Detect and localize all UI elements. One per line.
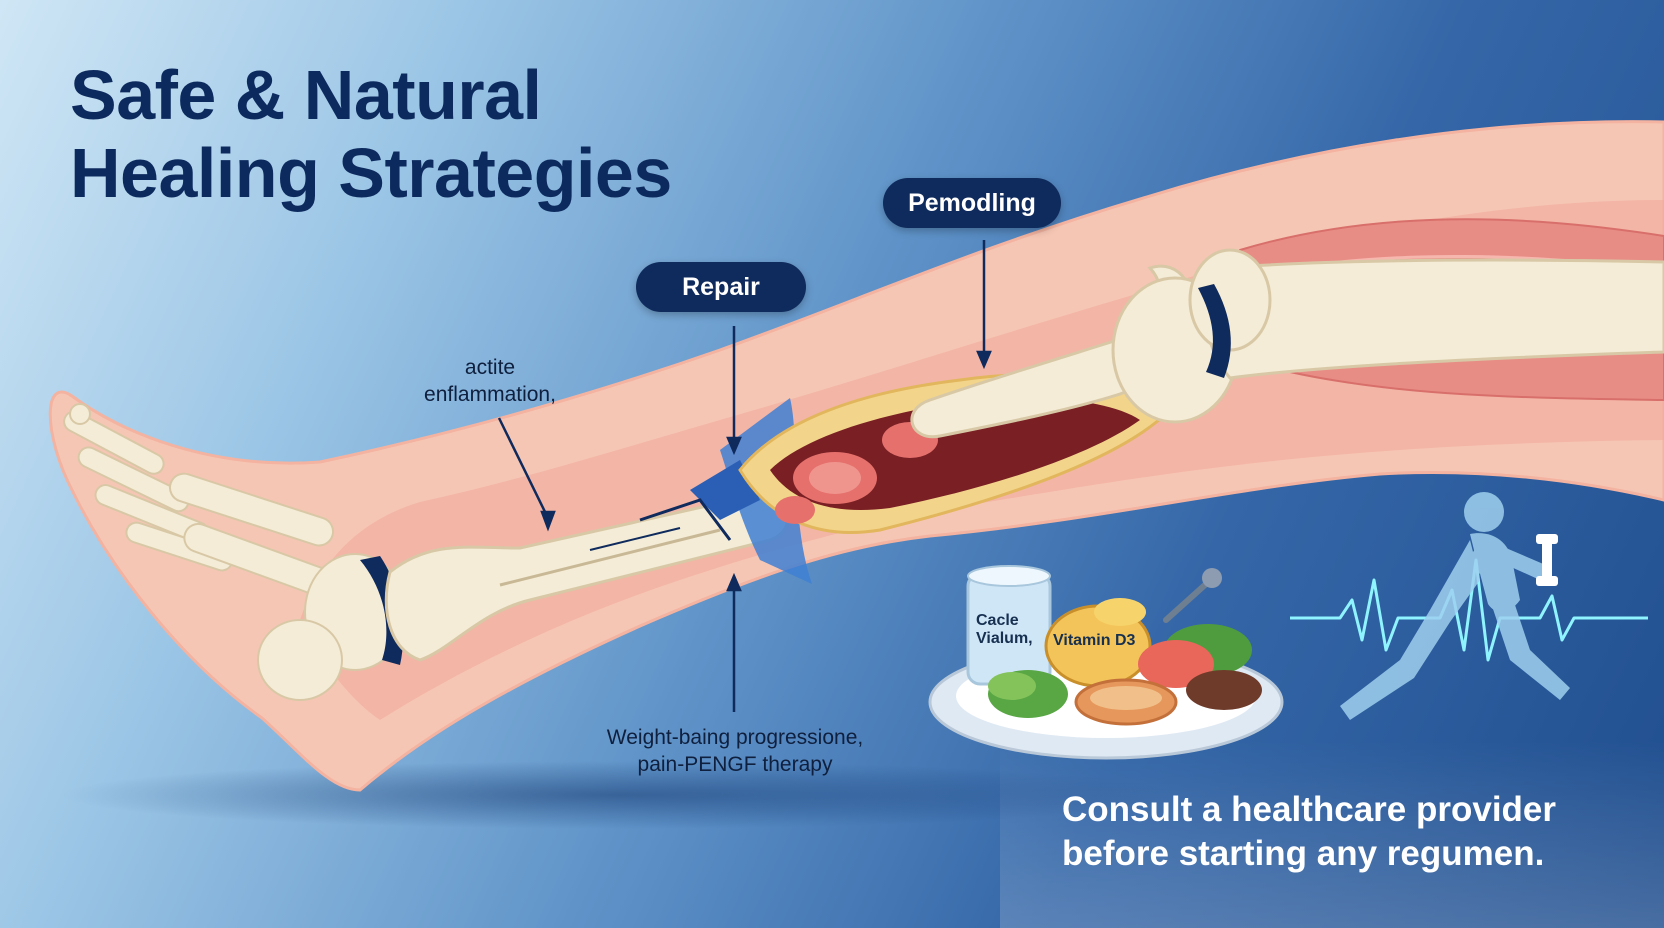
- remodeling-callout: Pemodling: [883, 178, 1061, 228]
- disclaimer-line-2: before starting any regumen.: [1062, 833, 1545, 873]
- knee-joint: [1198, 284, 1231, 378]
- weight-bearing-label: Weight-baing progressione, pain-PENGF th…: [565, 724, 905, 779]
- heartbeat-line-icon: [1290, 558, 1648, 662]
- title-line-2: Healing Strategies: [70, 134, 672, 213]
- weight-bearing-line-1: Weight-baing progressione,: [606, 726, 864, 749]
- callus-repair-zone: [738, 373, 1173, 534]
- dumbbell-icon: [1536, 534, 1558, 586]
- inflammation-line-2: enflammation,: [424, 383, 556, 407]
- runner-icon: [1340, 492, 1570, 720]
- glass-label: Cacle Vialum,: [976, 612, 1033, 649]
- femur-bone: [910, 248, 1664, 439]
- inflammation-label: actite enflammation,: [380, 354, 600, 409]
- repair-callout: Repair: [636, 262, 806, 312]
- glass-label-line-2: Vialum,: [976, 630, 1033, 648]
- page-title: Safe & Natural Healing Strategies: [70, 56, 672, 213]
- disclaimer-line-1: Consult a healthcare provider: [1062, 790, 1557, 829]
- weight-bearing-line-2: pain-PENGF therapy: [637, 753, 833, 777]
- vitamin-d3-label: Vitamin D3: [1053, 632, 1136, 649]
- nutrition-plate-icon: [928, 565, 1284, 760]
- fork-icon: [1163, 568, 1222, 623]
- glass-label-line-1: Cacle: [976, 612, 1019, 629]
- callout-arrows: [497, 240, 992, 712]
- title-line-1: Safe & Natural: [70, 56, 542, 134]
- inflammation-line-1: actite: [464, 356, 516, 379]
- disclaimer: Consult a healthcare provider before sta…: [1062, 788, 1556, 876]
